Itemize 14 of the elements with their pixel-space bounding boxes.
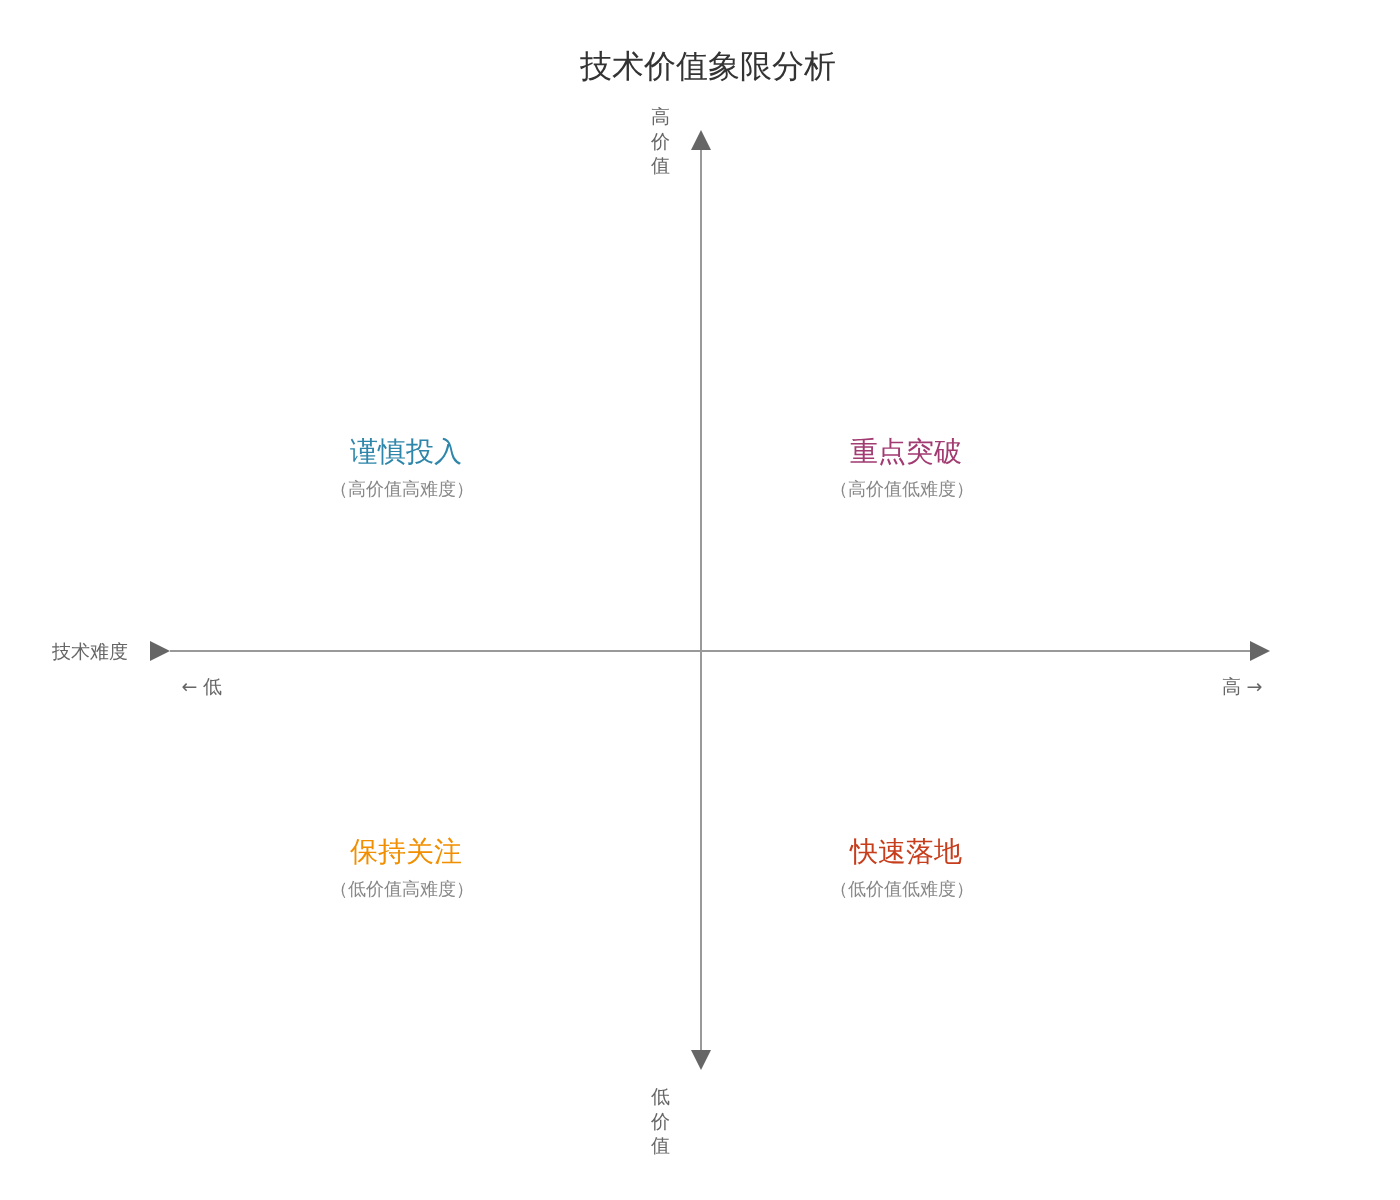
chart-title: 技术价值象限分析 <box>580 46 836 86</box>
quadrant-title: 重点突破 <box>850 435 962 469</box>
quadrant-title: 保持关注 <box>350 835 462 869</box>
quadrant-title: 快速落地 <box>850 835 962 869</box>
axis-label: 技术难度 <box>52 639 128 663</box>
axis-end-label: 高 → <box>1221 674 1263 698</box>
axis-label: 低价值 <box>650 1083 670 1159</box>
quadrant-title: 谨慎投入 <box>350 435 462 469</box>
axis-label: 高价值 <box>650 103 670 179</box>
quadrant-subtitle: （低价值低难度） <box>830 878 974 900</box>
quadrant-subtitle: （高价值低难度） <box>830 478 974 500</box>
quadrant-subtitle: （高价值高难度） <box>330 478 474 500</box>
quadrant-subtitle: （低价值高难度） <box>330 878 474 900</box>
axis-end-label: ← 低 <box>181 674 223 698</box>
